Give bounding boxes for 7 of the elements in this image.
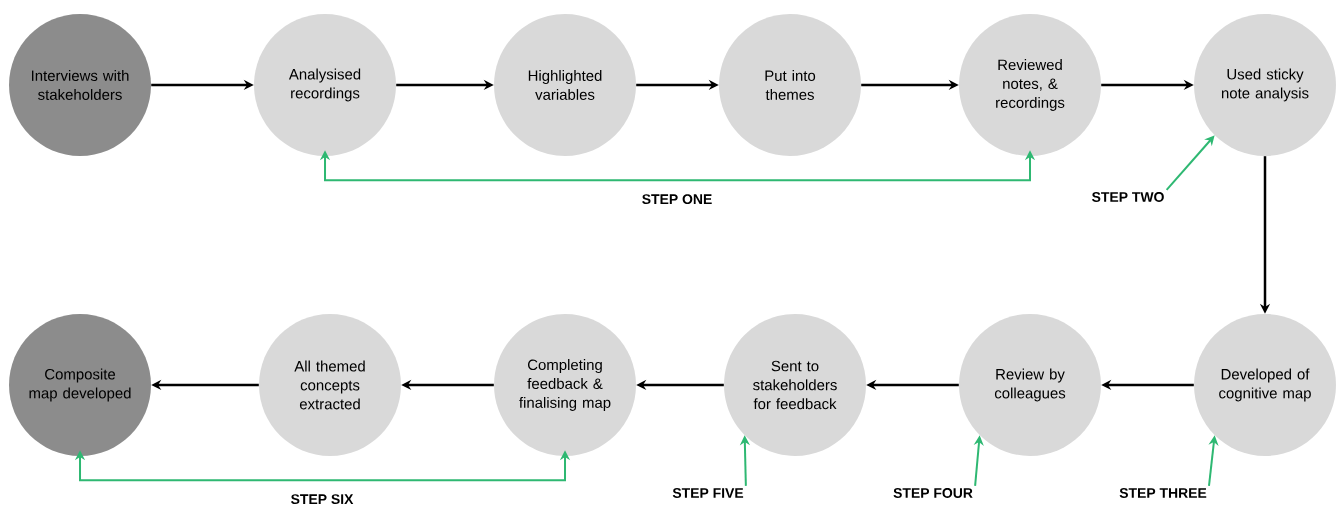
edge-label: STEP ONE [642,194,712,205]
step-label: STEP FIVE [672,488,744,498]
pointer-arrow [1165,135,1215,191]
step-label: STEP THREE [1119,488,1207,498]
edge-label: STEP SIX [291,494,354,505]
step-label: STEP FOUR [893,488,973,498]
step-label: STEP TWO [1092,192,1164,202]
